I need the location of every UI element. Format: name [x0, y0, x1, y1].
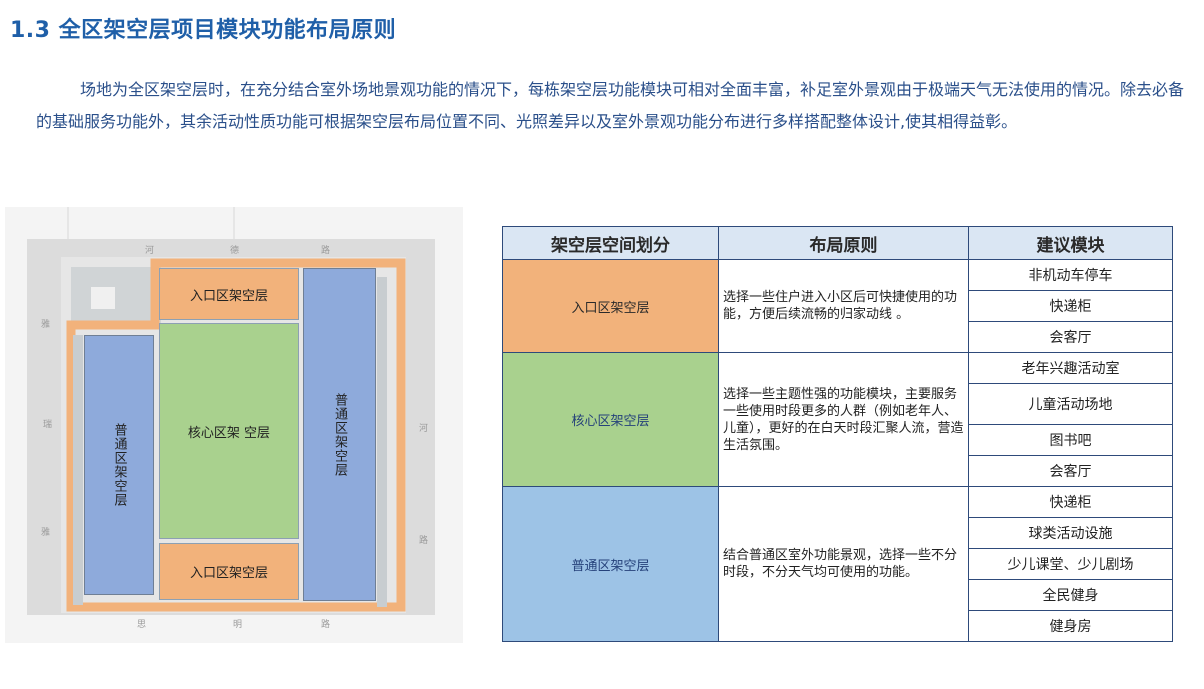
intro-text: 场地为全区架空层时，在充分结合室外场地景观功能的情况下，每栋架空层功能模块可相对…	[36, 80, 1185, 131]
zone-label: 普通区架空层	[111, 423, 127, 507]
table-row: 球类活动设施	[503, 517, 1173, 549]
table-row: 全民健身	[503, 579, 1173, 611]
zone-label: 入口区架空层	[189, 566, 268, 581]
zone-label: 核心区架 空层	[187, 425, 271, 441]
category-core: 核心区架空层	[502, 352, 719, 487]
road-label: 路	[321, 620, 331, 630]
module-cell: 健身房	[968, 610, 1173, 642]
category-normal: 普通区架空层	[502, 486, 719, 642]
page-title: 1.3 全区架空层项目模块功能布局原则	[10, 18, 397, 43]
module-cell: 全民健身	[968, 579, 1173, 611]
road-label: 瑞	[43, 420, 53, 430]
header-suggested-module: 建议模块	[968, 226, 1173, 260]
principle-core: 选择一些主题性强的功能模块，主要服务一些使用时段更多的人群（例如老年人、儿童），…	[718, 352, 969, 487]
road-label: 思	[137, 620, 147, 630]
table-row: 会客厅	[503, 455, 1173, 487]
road-label: 雅	[41, 320, 51, 330]
layout-principle-table: 架空层空间划分 布局原则 建议模块 入口区架空层 选择一些住户进入小区后可快捷使…	[502, 226, 1173, 642]
module-cell: 非机动车停车	[968, 259, 1173, 291]
table-header-row: 架空层空间划分 布局原则 建议模块	[502, 226, 1173, 260]
module-cell: 会客厅	[968, 321, 1173, 353]
road-label: 德	[230, 246, 240, 256]
zone-label: 入口区架空层	[189, 288, 268, 304]
road-label: 路	[419, 536, 429, 546]
header-space-division: 架空层空间划分	[502, 226, 719, 260]
principle-normal: 结合普通区室外功能景观，选择一些不分时段，不分天气均可使用的功能。	[718, 486, 969, 642]
road-label: 明	[233, 620, 243, 630]
table-row: 会客厅	[503, 321, 1173, 353]
category-entrance: 入口区架空层	[502, 259, 719, 353]
table-row: 普通区架空层 结合普通区室外功能景观，选择一些不分时段，不分天气均可使用的功能。…	[502, 486, 1173, 642]
zone-core: 核心区架 空层	[159, 323, 299, 539]
road-label: 河	[419, 424, 429, 434]
principle-entrance: 选择一些住户进入小区后可快捷使用的功能，方便后续流畅的归家动线 。	[718, 259, 969, 353]
module-cell: 会客厅	[968, 455, 1173, 487]
zone-normal-left: 普通区架空层	[84, 335, 154, 595]
zone-entrance-top: 入口区架空层	[159, 268, 299, 320]
table-row: 健身房	[503, 610, 1173, 642]
site-plan: 河 德 路 雅 瑞 雅 河 路 思 明 路 入口区架空层 核心区架 空层 入口区…	[5, 207, 463, 643]
road-label: 河	[145, 246, 155, 256]
road-label: 雅	[41, 528, 51, 538]
module-cell: 老年兴趣活动室	[968, 352, 1173, 384]
module-cell: 球类活动设施	[968, 517, 1173, 549]
module-cell: 少儿课堂、少儿剧场	[968, 548, 1173, 580]
table-row: 少儿课堂、少儿剧场	[503, 548, 1173, 580]
zone-normal-right: 普通区架空层	[303, 268, 376, 601]
zone-entrance-bottom: 入口区架空层	[159, 543, 299, 600]
table-row: 入口区架空层 选择一些住户进入小区后可快捷使用的功能，方便后续流畅的归家动线 。…	[502, 259, 1173, 353]
header-layout-principle: 布局原则	[718, 226, 969, 260]
module-cell: 图书吧	[968, 424, 1173, 456]
module-cell: 快递柜	[968, 486, 1173, 518]
zone-label: 普通区架空层	[332, 392, 347, 477]
table-row: 核心区架空层 选择一些主题性强的功能模块，主要服务一些使用时段更多的人群（例如老…	[502, 352, 1173, 487]
intro-paragraph: 场地为全区架空层时，在充分结合室外场地景观功能的情况下，每栋架空层功能模块可相对…	[36, 74, 1186, 138]
module-cell: 快递柜	[968, 290, 1173, 322]
module-cell: 儿童活动场地	[968, 383, 1173, 425]
road-label: 路	[321, 246, 331, 256]
